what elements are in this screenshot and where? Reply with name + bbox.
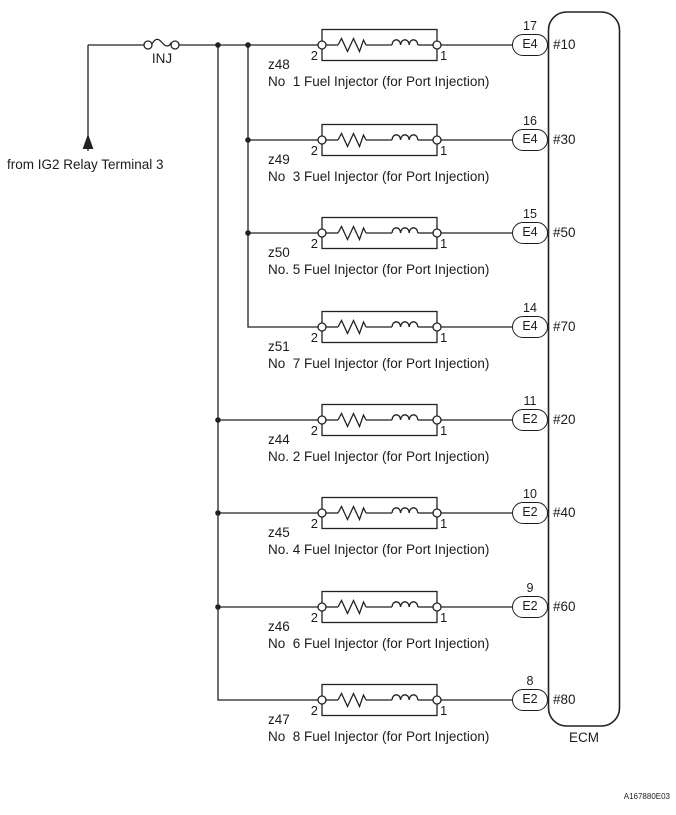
component-description: No. 5 Fuel Injector (for Port Injection) bbox=[268, 262, 490, 277]
component-id: z44 bbox=[268, 432, 290, 447]
terminal-2-label: 2 bbox=[310, 236, 318, 251]
ecm-pin-name: #20 bbox=[553, 412, 576, 427]
terminal-2-label: 2 bbox=[310, 143, 318, 158]
ecm-pin-name: #40 bbox=[553, 505, 576, 520]
terminal-2-label: 2 bbox=[310, 516, 318, 531]
junction-dots bbox=[215, 42, 251, 610]
source-label: from IG2 Relay Terminal 3 bbox=[7, 157, 164, 172]
ecm-connector-badge: E4 bbox=[512, 316, 548, 338]
fuse-terminal bbox=[143, 40, 153, 50]
ecm-pin-name: #10 bbox=[553, 37, 576, 52]
ecm-pin-name: #70 bbox=[553, 319, 576, 334]
component-id: z45 bbox=[268, 525, 290, 540]
terminal-2-label: 2 bbox=[310, 610, 318, 625]
ecm-pin-number: 17 bbox=[523, 19, 537, 33]
ecm-pin-number: 9 bbox=[526, 581, 534, 595]
component-id: z51 bbox=[268, 339, 290, 354]
component-description: No. 2 Fuel Injector (for Port Injection) bbox=[268, 449, 490, 464]
fuse-terminal bbox=[170, 40, 180, 50]
terminal-2-label: 2 bbox=[310, 703, 318, 718]
ecm-label: ECM bbox=[569, 730, 599, 745]
ecm-pin-number: 8 bbox=[526, 674, 534, 688]
component-description: No 1 Fuel Injector (for Port Injection) bbox=[268, 74, 490, 89]
terminal-1-label: 1 bbox=[440, 516, 448, 531]
terminal-2-label: 2 bbox=[310, 330, 318, 345]
component-description: No 7 Fuel Injector (for Port Injection) bbox=[268, 356, 490, 371]
terminal-2-label: 2 bbox=[310, 48, 318, 63]
ecm-connector-badge: E2 bbox=[512, 502, 548, 524]
component-description: No 6 Fuel Injector (for Port Injection) bbox=[268, 636, 490, 651]
component-description: No 3 Fuel Injector (for Port Injection) bbox=[268, 169, 490, 184]
component-id: z49 bbox=[268, 152, 290, 167]
ecm-connector-badge: E2 bbox=[512, 596, 548, 618]
ecm-pin-name: #60 bbox=[553, 599, 576, 614]
ecm-connector-badge: E2 bbox=[512, 689, 548, 711]
ecm-pin-number: 14 bbox=[523, 301, 537, 315]
terminal-1-label: 1 bbox=[440, 610, 448, 625]
terminal-1-label: 1 bbox=[440, 48, 448, 63]
terminal-1-label: 1 bbox=[440, 330, 448, 345]
bus-left bbox=[217, 45, 322, 701]
figure-code: A167880E03 bbox=[623, 792, 670, 801]
component-id: z50 bbox=[268, 245, 290, 260]
fuse-label: INJ bbox=[151, 51, 173, 66]
ecm-connector-badge: E4 bbox=[512, 222, 548, 244]
component-description: No. 4 Fuel Injector (for Port Injection) bbox=[268, 542, 490, 557]
ecm-pin-number: 16 bbox=[523, 114, 537, 128]
ecm-pin-number: 10 bbox=[523, 487, 537, 501]
component-id: z48 bbox=[268, 57, 290, 72]
terminal-1-label: 1 bbox=[440, 143, 448, 158]
ecm-pin-number: 15 bbox=[523, 207, 537, 221]
terminal-1-label: 1 bbox=[440, 703, 448, 718]
fuse-element bbox=[151, 38, 173, 47]
component-id: z46 bbox=[268, 619, 290, 634]
ecm-pin-name: #30 bbox=[553, 132, 576, 147]
ecm-connector-badge: E2 bbox=[512, 409, 548, 431]
ecm-pin-name: #80 bbox=[553, 692, 576, 707]
flow-arrow-up bbox=[82, 134, 94, 149]
ecm-connector-badge: E4 bbox=[512, 34, 548, 56]
component-description: No 8 Fuel Injector (for Port Injection) bbox=[268, 729, 490, 744]
terminal-1-label: 1 bbox=[440, 236, 448, 251]
component-id: z47 bbox=[268, 712, 290, 727]
ecm-connector-badge: E4 bbox=[512, 129, 548, 151]
terminal-2-label: 2 bbox=[310, 423, 318, 438]
terminal-1-label: 1 bbox=[440, 423, 448, 438]
ecm-pin-name: #50 bbox=[553, 225, 576, 240]
ecm-box bbox=[547, 11, 621, 727]
ecm-pin-number: 11 bbox=[523, 394, 537, 408]
